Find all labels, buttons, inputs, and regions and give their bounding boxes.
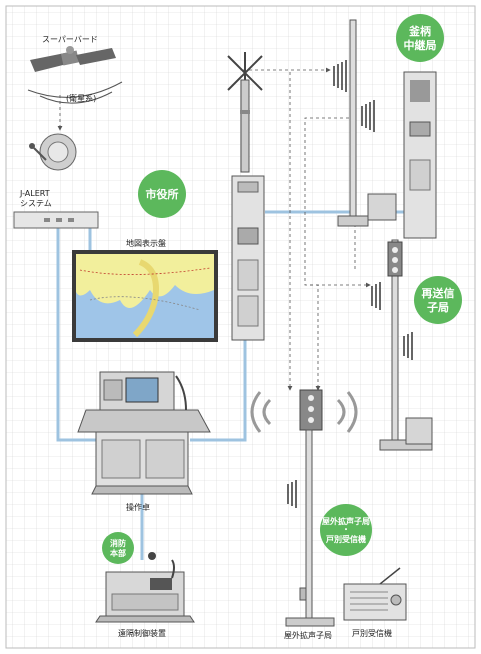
fire-dept-label-line1: 消防: [110, 538, 126, 548]
jalert-label-line2: システム: [20, 199, 52, 208]
satellite-arcs: [27, 81, 123, 104]
city-hall-badge: [138, 170, 186, 218]
outdoor-group-label-line2: ・: [342, 525, 350, 534]
relay-station-badge: [396, 14, 444, 62]
satellite-note: (衛星系): [66, 93, 96, 103]
fire-dept-badge: [102, 532, 134, 564]
resend-station-badge: [414, 276, 462, 324]
outdoor-group-badge: [320, 504, 372, 556]
outdoor-group-label-line3: 戸別受信機: [326, 534, 366, 544]
map-display-label: 地図表示盤: [126, 238, 166, 248]
fire-dept-label-line2: 本部: [109, 548, 126, 558]
main-antenna-icon: [227, 52, 263, 173]
home-receiver-icon: [343, 567, 407, 621]
resend-tower-icon: [371, 239, 433, 451]
operator-console: [77, 371, 211, 495]
resend-station-label-line2: 子局: [427, 301, 449, 314]
relay-cabinet: [403, 71, 437, 239]
home-receiver-label: 戸別受信機: [352, 628, 392, 638]
remote-control-device: [95, 552, 195, 623]
jalert-label-line1: J-ALERT: [19, 189, 50, 198]
satellite-label: スーパーバード: [42, 35, 98, 44]
resend-station-label-line1: 再送信: [422, 286, 455, 300]
map-display-board: [72, 250, 218, 342]
broadcast-waves-icon: [250, 391, 358, 433]
outdoor-speaker-label: 屋外拡声子局: [284, 630, 332, 640]
jalert-device: [13, 211, 99, 229]
relay-tower-icon: [333, 19, 375, 227]
satellite-dish-icon: [29, 133, 77, 171]
console-label: 操作卓: [126, 502, 150, 512]
remote-control-label: 遠隔制御装置: [118, 628, 166, 638]
relay-box: [367, 193, 397, 221]
city-hall-label: 市役所: [146, 187, 179, 201]
outdoor-group-label-line1: 屋外拡声子局: [322, 516, 370, 526]
relay-station-label-line2: 中継局: [404, 38, 437, 52]
outdoor-speaker-pole-icon: [285, 389, 335, 627]
main-radio-cabinet: [231, 175, 265, 341]
relay-station-label-line1: 釜柄: [408, 24, 431, 38]
satellite-icon: [30, 46, 116, 72]
